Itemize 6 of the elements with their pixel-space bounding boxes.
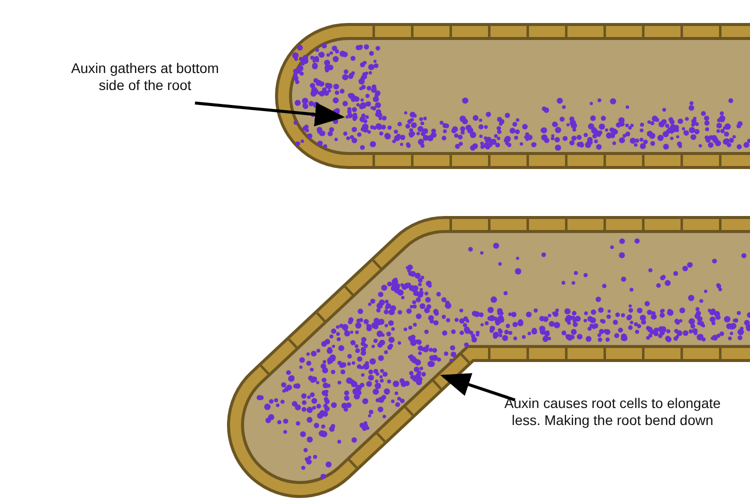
leader-arrow xyxy=(440,373,516,402)
callout-text: Auxin causes root cells to elongate less. Making the root bend down xyxy=(503,395,722,429)
root-drawing xyxy=(275,23,750,169)
root-drawing xyxy=(227,216,750,498)
leader-arrow xyxy=(194,102,345,126)
callout-text: Auxin gathers at bottom side of the root xyxy=(70,60,220,94)
